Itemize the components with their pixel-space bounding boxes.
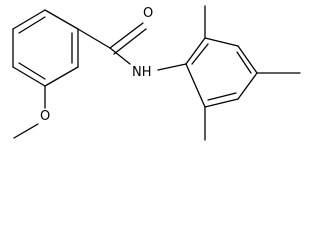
- methoxyphenyl-ring: [12, 9, 79, 87]
- carbonyl-double-bond: [113, 28, 147, 55]
- double-bond-inner: [18, 16, 46, 34]
- double-bond-inner: [207, 92, 237, 101]
- bond: [44, 66, 79, 87]
- double-bond-inner: [191, 43, 209, 65]
- bond: [237, 45, 258, 74]
- bond: [44, 9, 79, 30]
- bond: [157, 63, 187, 71]
- carbonyl-double-bond: [109, 22, 144, 49]
- amide-group: [77, 22, 187, 71]
- double-bond-inner: [236, 51, 252, 74]
- structure-diagram: O NH O: [12, 5, 301, 141]
- bond: [185, 63, 206, 108]
- bond: [12, 66, 46, 87]
- amide-nh-label: NH: [132, 65, 152, 80]
- bond: [13, 123, 39, 139]
- bond: [77, 28, 111, 49]
- bond: [204, 37, 239, 47]
- mesityl-ring: [185, 37, 258, 108]
- molecule-drawing: O NH O: [12, 5, 301, 141]
- bond: [12, 9, 46, 30]
- carbonyl-oxygen-label: O: [143, 6, 153, 21]
- bond: [109, 47, 131, 65]
- methoxy-group: [13, 85, 46, 139]
- bond: [204, 98, 239, 108]
- bond: [237, 72, 258, 100]
- bond: [185, 37, 206, 65]
- methoxy-oxygen-label: O: [40, 109, 50, 124]
- methyl-groups: [204, 5, 301, 141]
- double-bond-inner: [18, 62, 46, 80]
